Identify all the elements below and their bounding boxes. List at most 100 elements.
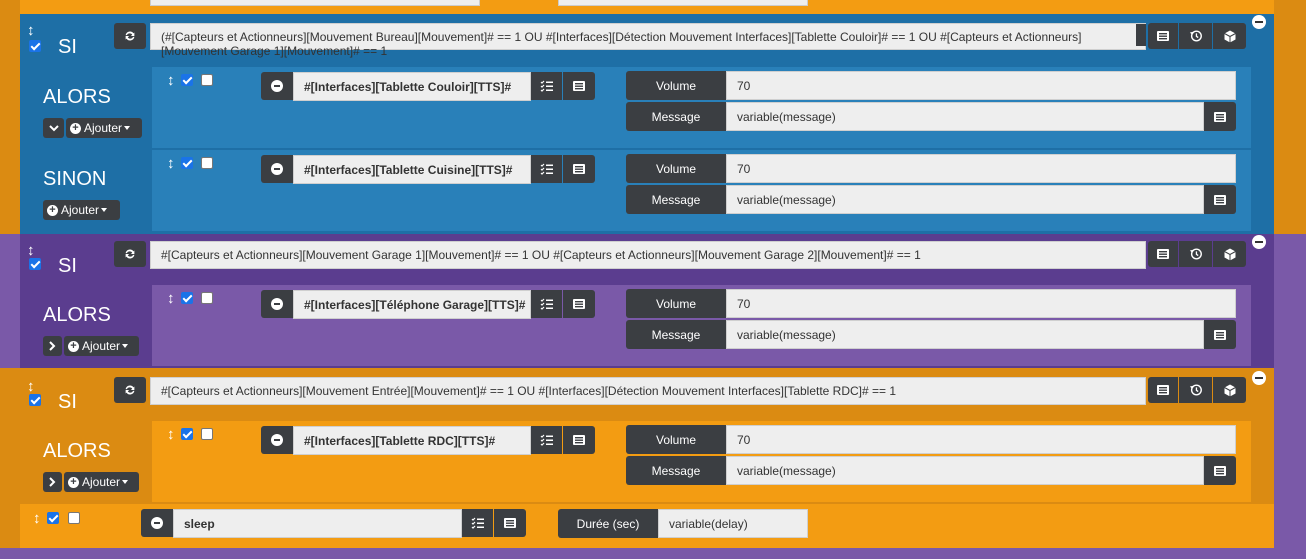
list-button[interactable] — [1148, 377, 1178, 403]
select-command-button[interactable] — [531, 426, 562, 454]
ajouter-dropdown[interactable]: + Ajouter — [64, 472, 139, 492]
drag-handle-icon[interactable]: ↕ — [167, 426, 175, 443]
condition-input[interactable]: (#[Capteurs et Actionneurs][Mouvement Bu… — [150, 23, 1146, 58]
select-command-button[interactable] — [531, 72, 562, 100]
message-input[interactable]: variable(message) — [726, 102, 1204, 131]
condition-input[interactable]: #[Capteurs et Actionneurs][Mouvement Ent… — [150, 377, 1146, 405]
parallel-checkbox[interactable] — [201, 157, 213, 169]
enable-checkbox[interactable] — [181, 74, 193, 86]
cube-button[interactable] — [1213, 241, 1246, 267]
caret-down-icon — [124, 126, 131, 130]
parallel-checkbox[interactable] — [201, 428, 213, 440]
message-input[interactable]: variable(message) — [726, 320, 1204, 349]
list-button[interactable] — [563, 426, 595, 454]
volume-input[interactable]: 70 — [726, 289, 1236, 318]
message-label: Message — [626, 102, 726, 131]
drag-handle-icon[interactable]: ↕ — [27, 378, 35, 395]
remove-block-icon[interactable] — [1252, 15, 1266, 29]
message-label: Message — [626, 185, 726, 214]
condition-input[interactable]: #[Capteurs et Actionneurs][Mouvement Gar… — [150, 241, 1146, 269]
message-input[interactable]: variable(message) — [726, 456, 1204, 485]
message-list-button[interactable] — [1204, 320, 1236, 349]
refresh-button[interactable] — [114, 377, 146, 403]
history-icon — [1189, 30, 1202, 42]
history-button[interactable] — [1179, 23, 1212, 49]
volume-input[interactable]: 70 — [726, 71, 1236, 100]
list-icon — [1214, 465, 1226, 476]
list-button[interactable] — [563, 290, 595, 318]
drag-handle-icon[interactable]: ↕ — [167, 290, 175, 307]
tasks-icon — [540, 163, 553, 175]
minus-circle-icon — [271, 80, 283, 92]
select-command-button[interactable] — [531, 290, 562, 318]
select-command-button[interactable] — [462, 509, 493, 537]
chevron-down-icon — [48, 124, 59, 131]
enable-checkbox[interactable] — [29, 40, 41, 52]
enable-checkbox[interactable] — [181, 292, 193, 304]
left-gutter — [0, 234, 20, 368]
expand-button[interactable] — [43, 472, 62, 492]
refresh-button[interactable] — [114, 23, 146, 49]
list-icon — [1214, 111, 1226, 122]
cube-icon — [1223, 248, 1236, 260]
volume-input[interactable]: 70 — [726, 154, 1236, 183]
list-button[interactable] — [563, 155, 595, 183]
command-input[interactable]: #[Interfaces][Tablette Couloir][TTS]# — [293, 72, 531, 101]
enable-checkbox[interactable] — [47, 512, 59, 524]
ajouter-dropdown[interactable]: + Ajouter — [64, 336, 139, 356]
list-icon — [1214, 329, 1226, 340]
remove-block-icon[interactable] — [1252, 371, 1266, 385]
remove-action-button[interactable] — [141, 509, 173, 537]
history-button[interactable] — [1179, 241, 1212, 267]
command-input[interactable]: #[Interfaces][Tablette RDC][TTS]# — [293, 426, 531, 455]
cube-button[interactable] — [1213, 377, 1246, 403]
right-gutter — [1274, 368, 1306, 504]
alors-label: ALORS — [43, 86, 111, 108]
message-list-button[interactable] — [1204, 102, 1236, 131]
enable-checkbox[interactable] — [29, 394, 41, 406]
command-input[interactable]: sleep — [173, 509, 462, 538]
enable-checkbox[interactable] — [181, 428, 193, 440]
list-button[interactable] — [494, 509, 526, 537]
sinon-label: SINON — [43, 168, 107, 190]
refresh-icon — [125, 31, 135, 41]
parallel-checkbox[interactable] — [201, 74, 213, 86]
enable-checkbox[interactable] — [29, 258, 41, 270]
duree-input[interactable]: variable(delay) — [658, 509, 808, 538]
expand-button[interactable] — [43, 336, 62, 356]
list-icon — [1157, 249, 1169, 259]
select-command-button[interactable] — [531, 155, 562, 183]
textarea-scrollbar[interactable] — [1136, 24, 1146, 46]
remove-action-button[interactable] — [261, 72, 293, 100]
message-input[interactable]: variable(message) — [726, 185, 1204, 214]
remove-action-button[interactable] — [261, 290, 293, 318]
parallel-checkbox[interactable] — [68, 512, 80, 524]
list-button[interactable] — [1148, 241, 1178, 267]
volume-input[interactable]: 70 — [726, 425, 1236, 454]
drag-handle-icon[interactable]: ↕ — [167, 72, 175, 89]
list-button[interactable] — [563, 72, 595, 100]
message-list-button[interactable] — [1204, 185, 1236, 214]
remove-action-button[interactable] — [261, 426, 293, 454]
ajouter-dropdown[interactable]: + Ajouter — [66, 118, 142, 138]
tasks-icon — [471, 517, 484, 529]
remove-action-button[interactable] — [261, 155, 293, 183]
history-button[interactable] — [1179, 377, 1212, 403]
list-button[interactable] — [1148, 23, 1178, 49]
message-list-button[interactable] — [1204, 456, 1236, 485]
refresh-button[interactable] — [114, 241, 146, 267]
parallel-checkbox[interactable] — [201, 292, 213, 304]
drag-handle-icon[interactable]: ↕ — [27, 22, 35, 39]
ajouter-dropdown[interactable]: + Ajouter — [43, 200, 120, 220]
remove-block-icon[interactable] — [1252, 235, 1266, 249]
enable-checkbox[interactable] — [181, 157, 193, 169]
command-input[interactable]: #[Interfaces][Téléphone Garage][TTS]# — [293, 290, 531, 319]
command-input[interactable]: #[Interfaces][Tablette Cuisine][TTS]# — [293, 155, 531, 184]
drag-handle-icon[interactable]: ↕ — [27, 242, 35, 259]
cube-icon — [1223, 30, 1236, 42]
drag-handle-icon[interactable]: ↕ — [167, 155, 175, 172]
cube-button[interactable] — [1213, 23, 1246, 49]
list-icon — [1157, 31, 1169, 41]
collapse-button[interactable] — [43, 118, 64, 138]
drag-handle-icon[interactable]: ↕ — [33, 510, 41, 527]
